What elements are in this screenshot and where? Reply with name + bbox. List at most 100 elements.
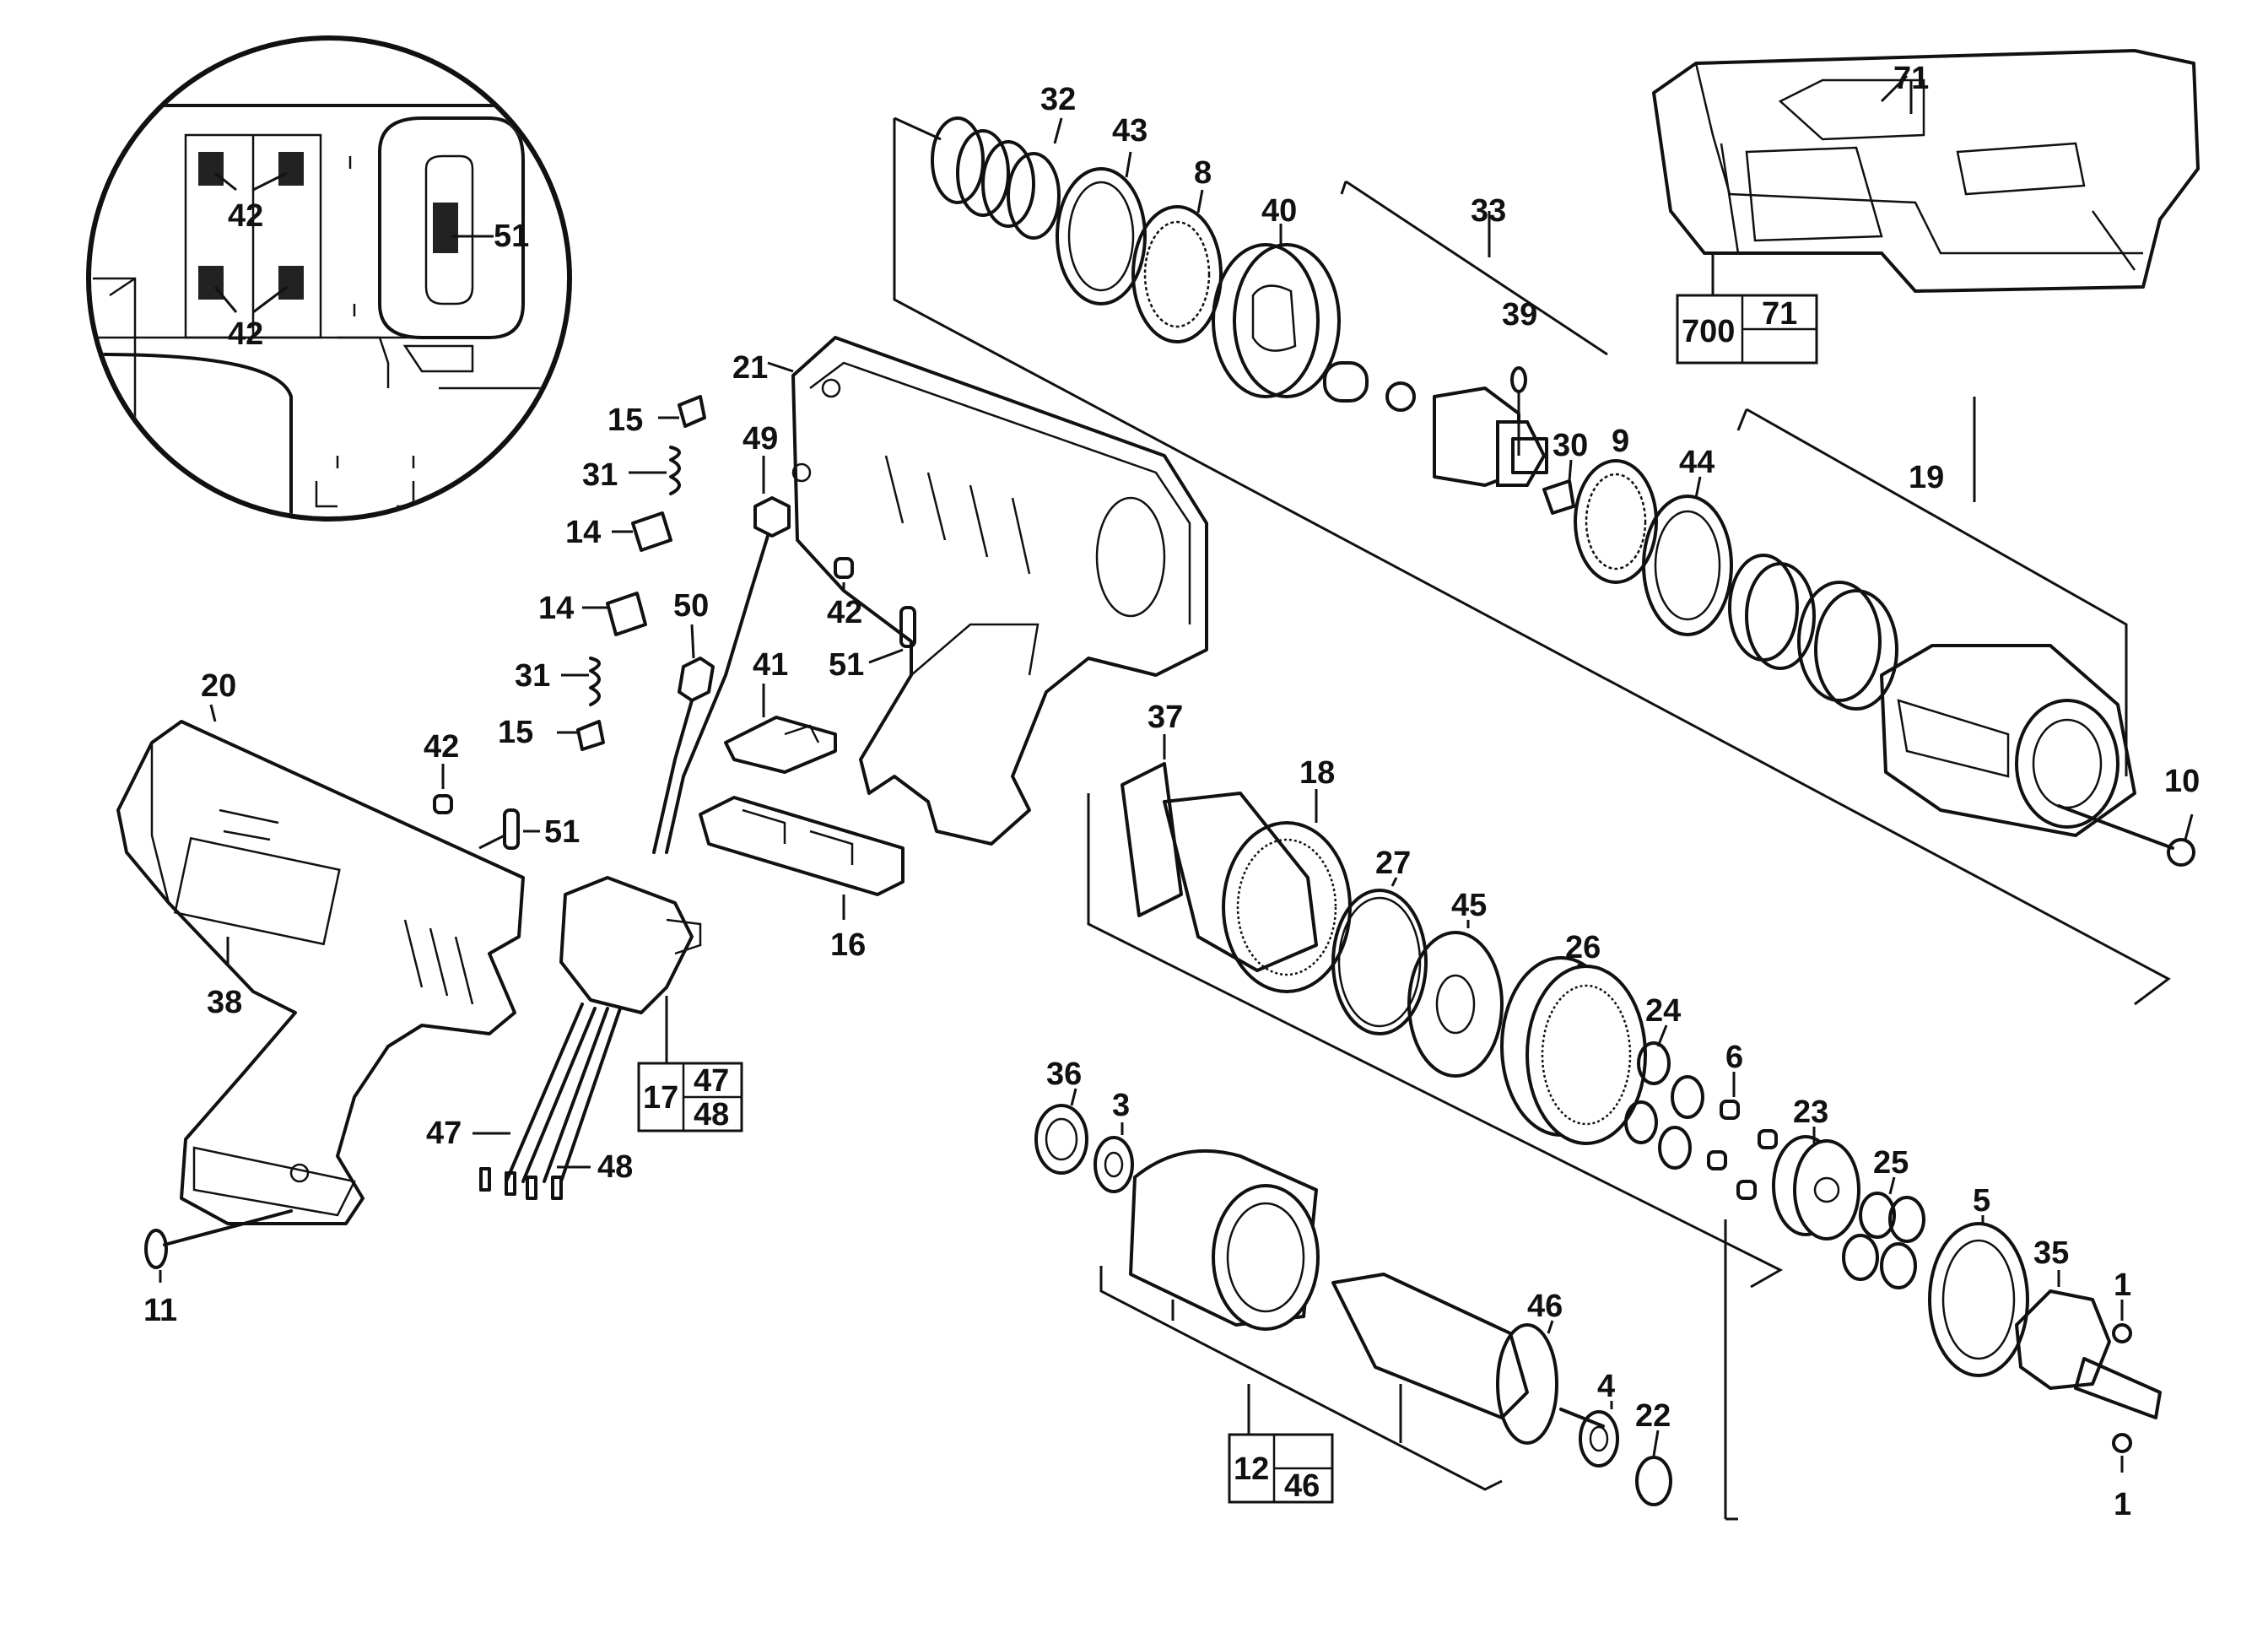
ring-gear-26 <box>1500 956 1647 1145</box>
gear-housing-front <box>1880 644 2136 837</box>
bracket-lines <box>893 116 2171 1521</box>
label-16: 16 <box>830 927 866 963</box>
label-18: 18 <box>1299 755 1335 791</box>
washer-45 <box>1407 920 1504 1078</box>
screw-10 <box>2057 804 2195 867</box>
washer-43 <box>1056 151 1147 305</box>
label-21: 21 <box>732 350 768 386</box>
label-48: 48 <box>597 1149 633 1185</box>
label-71: 71 <box>1893 61 1929 96</box>
label-46: 46 <box>1284 1468 1320 1504</box>
screw-11 <box>144 1209 293 1283</box>
label-41: 41 <box>753 647 788 683</box>
label-4: 4 <box>1597 1369 1615 1404</box>
label-38: 38 <box>207 985 242 1020</box>
label-71: 71 <box>1762 296 1797 332</box>
label-20: 20 <box>201 668 236 704</box>
carrier-23 <box>1772 1127 1860 1241</box>
label-43: 43 <box>1112 113 1148 149</box>
label-51: 51 <box>829 647 864 683</box>
label-11: 11 <box>143 1293 177 1328</box>
small-parts-left <box>557 395 706 751</box>
label-15: 15 <box>498 715 533 750</box>
disc-spring-8 <box>1131 189 1223 343</box>
balls-1 <box>2112 1300 2132 1473</box>
label-42: 42 <box>228 316 263 352</box>
label-47: 47 <box>426 1116 462 1151</box>
planet-gears-24 <box>1624 1024 1704 1170</box>
armature-46 <box>1331 1273 1605 1445</box>
label-box-700-71: 700 71 <box>1676 294 1818 365</box>
bearing-3 <box>1094 1122 1134 1193</box>
label-1: 1 <box>2114 1487 2131 1522</box>
label-39: 39 <box>1502 297 1537 332</box>
label-5: 5 <box>1973 1183 1990 1219</box>
bearing-4 <box>1579 1401 1619 1468</box>
label-23: 23 <box>1793 1095 1828 1130</box>
label-49: 49 <box>742 421 778 457</box>
washer-44 <box>1642 476 1733 636</box>
label-27: 27 <box>1375 846 1411 881</box>
cam-5 <box>1928 1215 2029 1377</box>
label-31: 31 <box>582 457 618 493</box>
o-ring-27 <box>1331 877 1428 1035</box>
pins-6 <box>1707 1072 1778 1200</box>
label-box-17-47-48: 17 47 48 <box>637 1062 743 1132</box>
motor-stator <box>1129 1149 1320 1331</box>
label-14: 14 <box>538 591 574 626</box>
label-36: 36 <box>1046 1057 1082 1092</box>
label-9: 9 <box>1612 424 1629 459</box>
label-47: 47 <box>694 1063 729 1099</box>
label-37: 37 <box>1148 700 1183 735</box>
label-24: 24 <box>1645 993 1681 1029</box>
spindle-35 <box>2015 1270 2162 1419</box>
disc-spring-9 <box>1574 459 1658 584</box>
label-22: 22 <box>1635 1398 1671 1434</box>
housing-half-21 <box>767 336 1208 846</box>
label-12: 12 <box>1234 1451 1269 1487</box>
planet-gears-25 <box>1842 1176 1925 1289</box>
bearing-36 <box>1034 1088 1088 1175</box>
label-51: 51 <box>544 814 580 850</box>
pin-30 <box>1542 459 1575 515</box>
label-8: 8 <box>1194 155 1212 191</box>
label-40: 40 <box>1261 193 1297 229</box>
spring-19 <box>1728 554 1898 711</box>
label-31: 31 <box>515 658 550 694</box>
anvil-33 <box>1323 361 1548 487</box>
label-14: 14 <box>565 515 601 550</box>
label-50: 50 <box>673 588 709 624</box>
bearing-40 <box>1212 224 1341 398</box>
label-25: 25 <box>1873 1145 1909 1181</box>
label-32: 32 <box>1040 82 1076 117</box>
label-19: 19 <box>1909 460 1944 495</box>
detail-inset-circle: 42 42 51 <box>86 35 572 522</box>
label-26: 26 <box>1565 930 1601 965</box>
label-1: 1 <box>2114 1268 2131 1303</box>
spring-32 <box>931 116 1063 240</box>
label-3: 3 <box>1112 1088 1130 1123</box>
housing-half-20 <box>116 704 525 1225</box>
label-51: 51 <box>494 219 529 254</box>
label-42: 42 <box>424 729 459 765</box>
label-700: 700 <box>1682 314 1735 349</box>
part-16 <box>699 796 904 920</box>
label-15: 15 <box>608 403 643 438</box>
label-42: 42 <box>228 198 263 234</box>
pins-left <box>433 764 540 850</box>
label-box-12-46: 12 46 <box>1228 1433 1334 1504</box>
label-10: 10 <box>2164 764 2200 799</box>
label-48: 48 <box>694 1097 729 1132</box>
label-33: 33 <box>1471 193 1506 229</box>
label-42: 42 <box>827 595 862 630</box>
label-17: 17 <box>643 1080 678 1116</box>
wires-switch <box>472 456 791 1200</box>
label-44: 44 <box>1679 445 1714 480</box>
pins-middle <box>834 557 916 664</box>
carry-case <box>1652 49 2200 295</box>
part-41 <box>724 684 837 774</box>
label-45: 45 <box>1451 888 1487 923</box>
label-35: 35 <box>2033 1235 2069 1271</box>
